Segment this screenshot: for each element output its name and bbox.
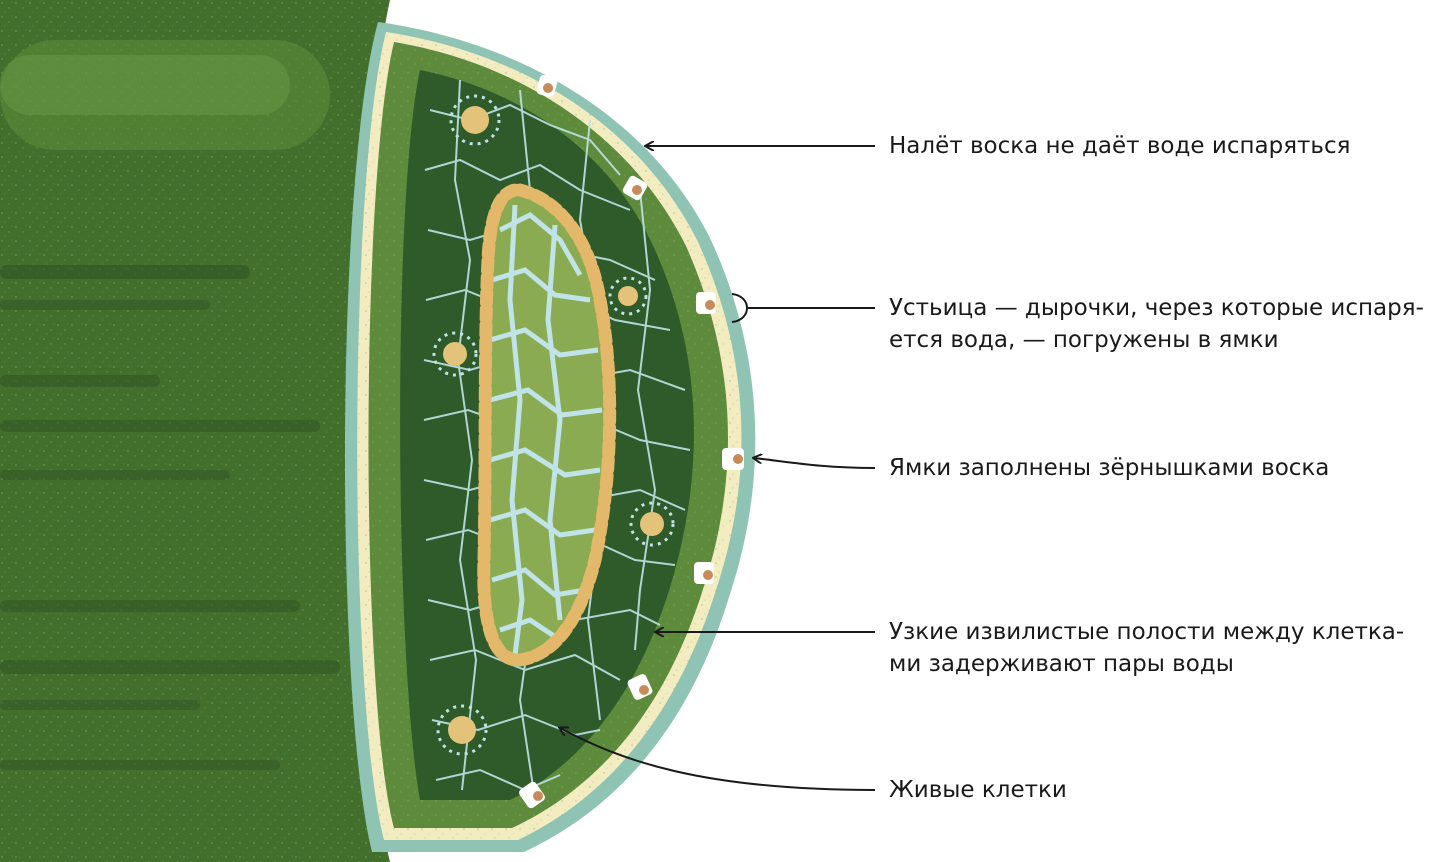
cross-section	[340, 20, 760, 852]
label-pits-wax: Ямки заполнены зёрнышками воска	[889, 452, 1445, 484]
label-air-cavities: Узкие извилистые полости между клетка- м…	[889, 616, 1445, 680]
label-wax-coating: Налёт воска не даёт воде испаряться	[889, 130, 1445, 162]
label-living-cells: Живые клетки	[889, 774, 1445, 806]
label-stomata: Устьица — дырочки, через которые испаря-…	[889, 292, 1445, 356]
stem-body	[0, 0, 390, 862]
callout-pits-wax	[754, 458, 875, 468]
